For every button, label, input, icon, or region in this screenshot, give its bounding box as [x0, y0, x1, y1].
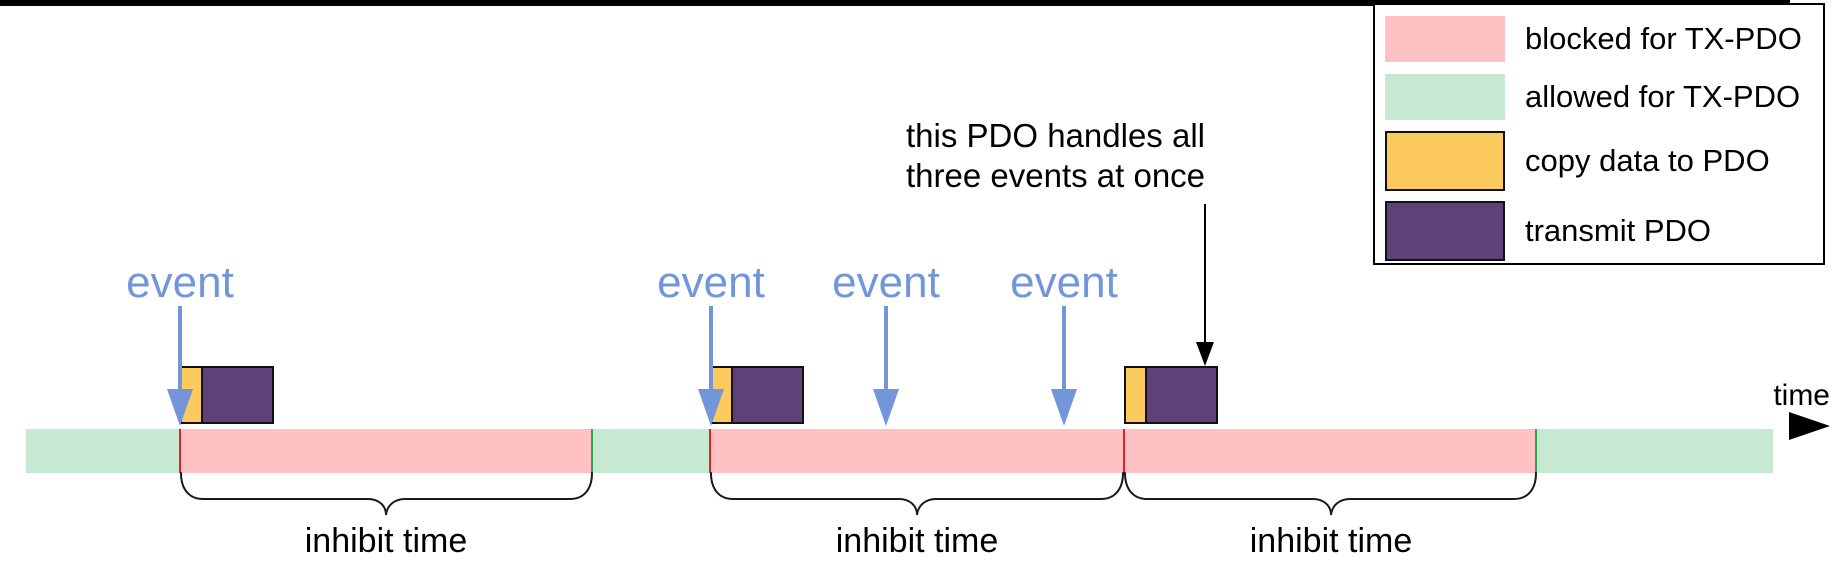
- bar-segment-allowed: [592, 429, 710, 473]
- bar-segment-blocked: [180, 429, 592, 473]
- copy-data-block: [1124, 366, 1147, 424]
- event-label: event: [832, 258, 940, 307]
- annotation-arrow-icon: [1204, 204, 1206, 344]
- legend-swatch-blocked: [1385, 16, 1505, 62]
- event-arrow-icon: [178, 306, 182, 390]
- bar-segment-allowed: [26, 429, 180, 473]
- time-axis-arrowhead-icon: [1789, 412, 1830, 440]
- inhibit-time-label: inhibit time: [304, 522, 468, 560]
- event-arrowhead-icon: [1051, 389, 1077, 426]
- event-label: event: [1010, 258, 1118, 307]
- inhibit-brace-icon: [710, 472, 1124, 516]
- event-arrow-icon: [709, 306, 713, 390]
- annotation-text: this PDO handles all three events at onc…: [906, 116, 1205, 196]
- legend-swatch-allowed: [1385, 74, 1505, 120]
- transmit-pdo-block: [201, 366, 274, 424]
- legend: blocked for TX-PDO allowed for TX-PDO co…: [1373, 3, 1825, 265]
- event-label: event: [126, 258, 234, 307]
- divider-event-start: [179, 429, 181, 473]
- time-axis: [0, 0, 1790, 6]
- divider-inhibit-end: [591, 429, 593, 473]
- legend-label-blocked: blocked for TX-PDO: [1525, 21, 1802, 56]
- event-label: event: [657, 258, 765, 307]
- inhibit-brace-icon: [180, 472, 593, 516]
- legend-swatch-copy-data: [1385, 131, 1505, 191]
- inhibit-brace-icon: [1124, 472, 1537, 516]
- legend-label-transmit: transmit PDO: [1525, 213, 1712, 248]
- time-axis-label: time: [1773, 379, 1830, 412]
- divider-inhibit-end: [1535, 429, 1537, 473]
- event-arrow-icon: [884, 306, 888, 390]
- legend-label-copy-data: copy data to PDO: [1525, 143, 1770, 178]
- transmit-pdo-block: [1145, 366, 1218, 424]
- divider-event-start: [1123, 429, 1125, 473]
- transmit-pdo-block: [731, 366, 804, 424]
- legend-swatch-transmit: [1385, 201, 1505, 261]
- event-arrowhead-icon: [698, 389, 724, 426]
- inhibit-time-label: inhibit time: [835, 522, 999, 560]
- inhibit-time-label: inhibit time: [1249, 522, 1413, 560]
- bar-segment-allowed: [1536, 429, 1773, 473]
- annotation-line1: this PDO handles all: [906, 117, 1205, 154]
- annotation-line2: three events at once: [906, 157, 1206, 194]
- annotation-arrowhead-icon: [1196, 342, 1214, 366]
- divider-event-start: [709, 429, 711, 473]
- event-arrowhead-icon: [167, 389, 193, 426]
- legend-label-allowed: allowed for TX-PDO: [1525, 79, 1801, 114]
- event-arrow-icon: [1062, 306, 1066, 390]
- event-arrowhead-icon: [873, 389, 899, 426]
